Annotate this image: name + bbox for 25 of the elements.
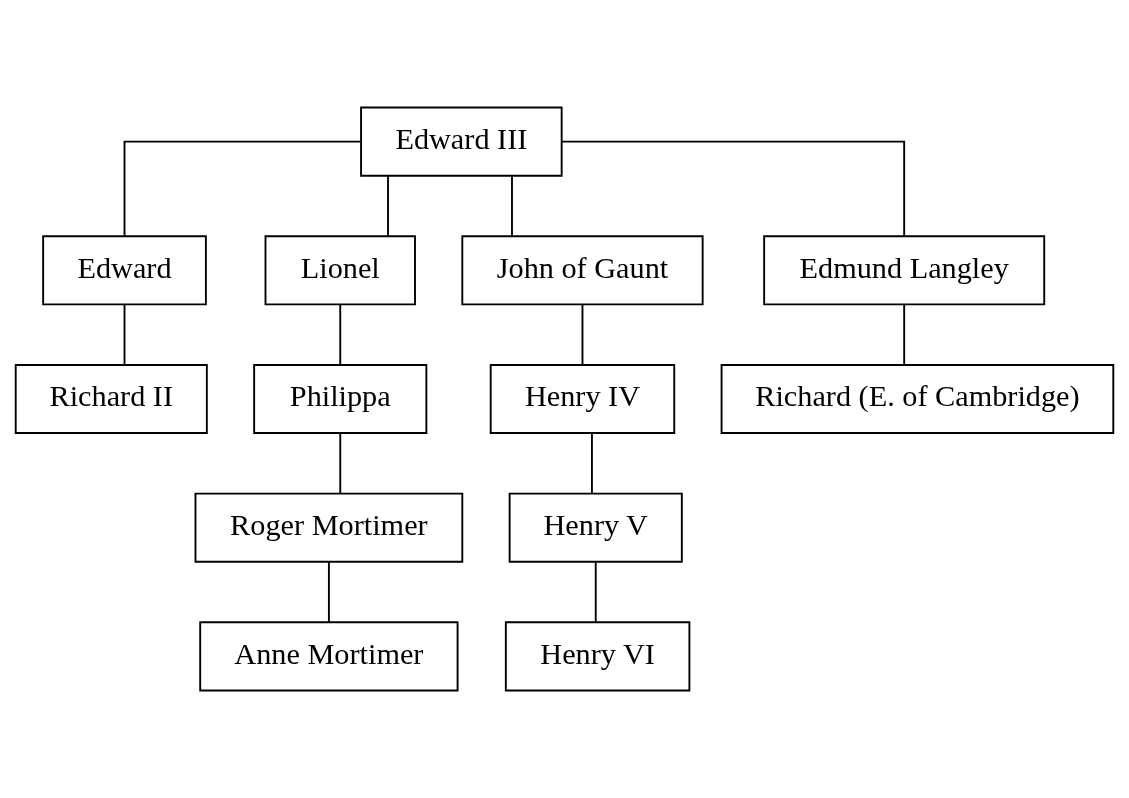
node-box: Edward <box>42 235 207 306</box>
node-box: Edward III <box>360 106 563 177</box>
connector <box>591 432 593 495</box>
node-box: John of Gaunt <box>461 235 704 306</box>
node-box: Edmund Langley <box>763 235 1046 306</box>
node-box: Roger Mortimer <box>194 492 464 563</box>
node-box: Henry IV <box>489 364 676 434</box>
connector <box>339 432 342 495</box>
connector <box>123 303 126 366</box>
connector <box>123 140 362 237</box>
connector <box>594 561 597 623</box>
node-box: Lionel <box>264 235 416 306</box>
node-box: Henry VI <box>504 621 691 692</box>
connector <box>387 175 389 237</box>
node-box: Richard (E. of Cambridge) <box>720 364 1115 434</box>
connector <box>511 175 513 237</box>
connector <box>903 303 906 366</box>
connector <box>339 303 342 366</box>
node-box: Anne Mortimer <box>199 621 459 692</box>
connector <box>581 303 584 366</box>
node-box: Philippa <box>253 364 428 434</box>
connector <box>560 140 906 237</box>
node-box: Richard II <box>14 364 208 434</box>
connector <box>327 561 330 623</box>
node-box: Henry V <box>508 492 683 563</box>
